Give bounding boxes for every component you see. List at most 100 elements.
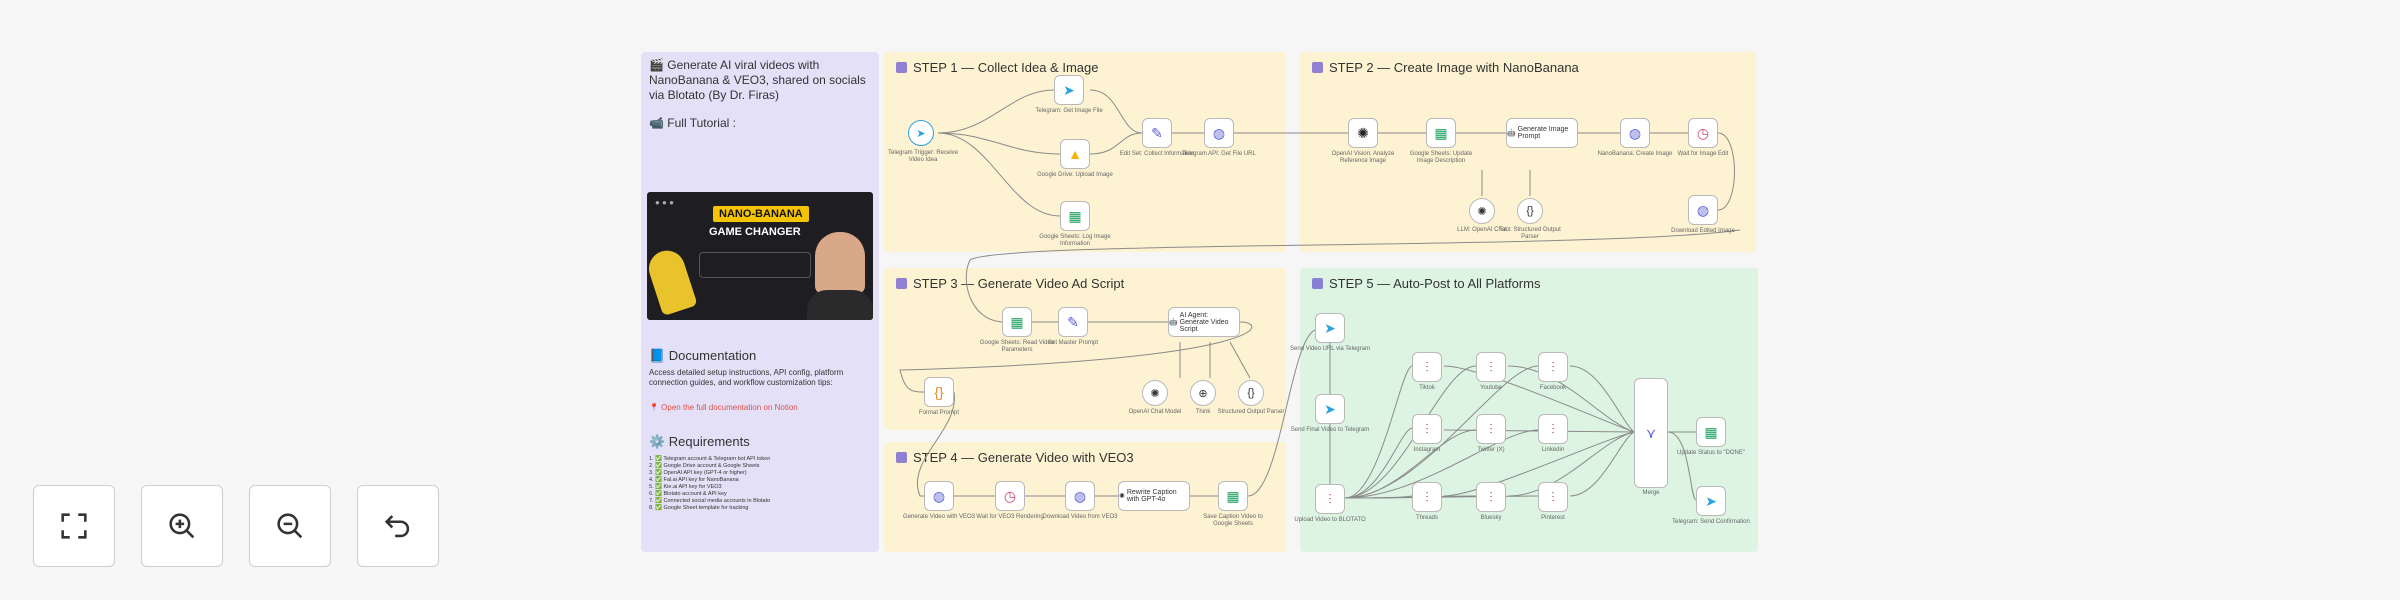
format-prompt-node[interactable]: {} xyxy=(924,377,954,407)
rewrite-caption-node[interactable]: ✺ Rewrite Caption with GPT-4o xyxy=(1118,481,1190,511)
blotato-icon: ⫶ xyxy=(1489,358,1493,375)
dots-icon: ● ● ● xyxy=(655,198,674,207)
globe-icon: ◍ xyxy=(932,487,946,504)
node-label: Twitter (X) xyxy=(1477,447,1505,453)
send-video-url-telegram-node[interactable]: ➤ xyxy=(1315,313,1345,343)
connection-wire xyxy=(1507,431,1635,497)
node-title: Generate Image Prompt xyxy=(1517,126,1569,140)
blotato-icon: ⫶ xyxy=(1425,358,1429,375)
generate-image-prompt-node[interactable]: 🤖 Generate Image Prompt xyxy=(1506,118,1578,148)
facebook-post-node[interactable]: ⫶ xyxy=(1538,352,1568,382)
download-image-node[interactable]: ◍ xyxy=(1688,195,1718,225)
wait-image-node[interactable]: ◷ xyxy=(1688,118,1718,148)
doc-heading: 📘 Documentation xyxy=(649,348,757,363)
fit-view-button[interactable] xyxy=(33,485,115,567)
robot-icon: 🤖 xyxy=(1169,319,1178,326)
node-title: AI Agent: Generate Video Script xyxy=(1179,311,1229,333)
youtube-post-node[interactable]: ⫶ xyxy=(1476,352,1506,382)
telegram-get-file-node[interactable]: ➤ xyxy=(1054,75,1084,105)
code-braces-icon: {} xyxy=(1526,205,1534,217)
zoom-in-button[interactable] xyxy=(141,485,223,567)
blotato-icon: ⫶ xyxy=(1328,490,1332,507)
reset-zoom-button[interactable] xyxy=(357,485,439,567)
code-braces-icon: {} xyxy=(1247,387,1255,399)
globe-icon: ◍ xyxy=(1628,124,1642,141)
telegram-icon: ➤ xyxy=(1324,400,1336,417)
bluesky-post-node[interactable]: ⫶ xyxy=(1476,482,1506,512)
veo3-generate-node[interactable]: ◍ xyxy=(924,481,954,511)
step5-note: STEP 5 — Auto-Post to All Platforms xyxy=(1300,268,1758,552)
undo-icon xyxy=(384,515,410,538)
pinterest-post-node[interactable]: ⫶ xyxy=(1538,482,1568,512)
node-label: Google Drive: Upload Image xyxy=(1037,172,1113,178)
openai-chat-model-node[interactable]: ✺ xyxy=(1142,380,1168,406)
upload-blotato-node[interactable]: ⫶ xyxy=(1315,484,1345,514)
node-label: Wait for VEO3 Rendering xyxy=(976,514,1044,520)
globe-icon: ◍ xyxy=(1073,487,1087,504)
globe-icon: ◍ xyxy=(1212,124,1226,141)
structured-parser-node[interactable]: {} xyxy=(1517,198,1543,224)
connection-wire xyxy=(965,229,1741,323)
update-status-node[interactable]: ▦ xyxy=(1696,417,1726,447)
ai-agent-script-node[interactable]: 🤖 AI Agent: Generate Video Script xyxy=(1168,307,1240,337)
think-tool-node[interactable]: ⊕ xyxy=(1190,380,1216,406)
node-label: OpenAI Vision: Analyze Reference Image xyxy=(1331,151,1395,164)
node-label: Upload Video to BLOTATO xyxy=(1294,517,1366,523)
connection-wire xyxy=(1344,365,1413,499)
node-label: Tool: Structured Output Parser xyxy=(1499,227,1561,240)
note-icon xyxy=(896,452,907,463)
node-label: Youtube xyxy=(1480,385,1502,391)
step5-title: STEP 5 — Auto-Post to All Platforms xyxy=(1329,276,1541,291)
connection-wire xyxy=(937,132,1061,155)
save-caption-sheets-node[interactable]: ▦ xyxy=(1218,481,1248,511)
telegram-trigger-node[interactable]: ➤ xyxy=(908,120,934,146)
edit-set-node[interactable]: ✎ xyxy=(1142,118,1172,148)
google-sheets-icon: ▦ xyxy=(1434,124,1448,141)
connection-wire xyxy=(1569,365,1635,433)
node-label: Threads xyxy=(1415,515,1438,521)
pencil-icon: ✎ xyxy=(1067,313,1079,330)
set-master-prompt-node[interactable]: ✎ xyxy=(1058,307,1088,337)
tutorial-video-thumbnail[interactable]: ● ● ● NANO-BANANA GAME CHANGER xyxy=(647,192,873,320)
tiktok-post-node[interactable]: ⫶ xyxy=(1412,352,1442,382)
step1-title: STEP 1 — Collect Idea & Image xyxy=(913,60,1099,75)
send-final-video-telegram-node[interactable]: ➤ xyxy=(1315,394,1345,424)
google-sheets-log-node[interactable]: ▦ xyxy=(1060,201,1090,231)
fit-view-icon xyxy=(61,513,87,539)
linkedin-post-node[interactable]: ⫶ xyxy=(1538,414,1568,444)
intro-note: 🎬 Generate AI viral videos with NanoBana… xyxy=(641,52,879,552)
connection-wire xyxy=(1089,89,1143,134)
output-parser-node[interactable]: {} xyxy=(1238,380,1264,406)
node-label: Linkedin xyxy=(1541,447,1565,453)
requirement-item: 6. ✅ Blotato account & API key xyxy=(649,491,727,497)
sheets-read-params-node[interactable]: ▦ xyxy=(1002,307,1032,337)
node-label: LLM: OpenAI Chat xyxy=(1457,227,1507,233)
nanobanana-create-node[interactable]: ◍ xyxy=(1620,118,1650,148)
node-label: Google Sheets: Log Image Information xyxy=(1039,234,1111,247)
google-sheets-update-node[interactable]: ▦ xyxy=(1426,118,1456,148)
zoom-out-button[interactable] xyxy=(249,485,331,567)
requirement-item: 4. ✅ Fal.ai API key for NanoBanana xyxy=(649,477,739,483)
doc-link[interactable]: 📍 Open the full documentation on Notion xyxy=(649,403,798,412)
google-drive-node[interactable]: ▲ xyxy=(1060,139,1090,169)
wait-veo3-node[interactable]: ◷ xyxy=(995,481,1025,511)
openai-vision-node[interactable]: ✺ xyxy=(1348,118,1378,148)
pencil-icon: ✎ xyxy=(1151,124,1163,141)
instagram-post-node[interactable]: ⫶ xyxy=(1412,414,1442,444)
merge-node[interactable]: ⋎ xyxy=(1634,378,1668,488)
telegram-icon: ➤ xyxy=(1063,81,1075,98)
download-video-node[interactable]: ◍ xyxy=(1065,481,1095,511)
connection-wire xyxy=(937,132,1061,217)
telegram-confirmation-node[interactable]: ➤ xyxy=(1696,486,1726,516)
llm-chat-node[interactable]: ✺ xyxy=(1469,198,1495,224)
node-label: Download Video from VEO3 xyxy=(1042,514,1118,520)
connection-wire xyxy=(937,89,1055,134)
threads-post-node[interactable]: ⫶ xyxy=(1412,482,1442,512)
twitter-post-node[interactable]: ⫶ xyxy=(1476,414,1506,444)
node-label: OpenAI Chat Model xyxy=(1128,409,1182,415)
globe-icon: ◍ xyxy=(1696,201,1710,218)
http-get-file-url-node[interactable]: ◍ xyxy=(1204,118,1234,148)
blotato-icon: ⫶ xyxy=(1551,420,1555,437)
connection-wire xyxy=(1344,365,1539,499)
